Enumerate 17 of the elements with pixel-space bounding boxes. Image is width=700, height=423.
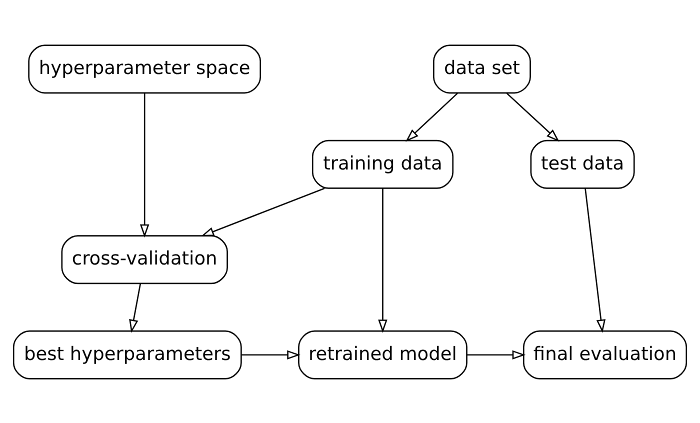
arrow xyxy=(506,92,560,142)
arrow xyxy=(242,350,300,360)
arrow xyxy=(466,350,526,360)
arrow xyxy=(378,188,388,332)
arrow xyxy=(584,188,606,332)
node-box: data set xyxy=(433,44,531,94)
node-box: cross-validation xyxy=(61,234,228,284)
node-box: final evaluation xyxy=(523,330,688,379)
node-box: hyperparameter space xyxy=(28,44,262,94)
arrow xyxy=(140,92,150,238)
arrow xyxy=(200,187,325,236)
node-box: retrained model xyxy=(298,330,468,379)
node-box: test data xyxy=(530,139,635,188)
node-box: best hyperparameters xyxy=(12,330,242,379)
node-box: training data xyxy=(312,139,454,188)
arrow xyxy=(129,283,141,332)
arrow xyxy=(406,92,458,142)
